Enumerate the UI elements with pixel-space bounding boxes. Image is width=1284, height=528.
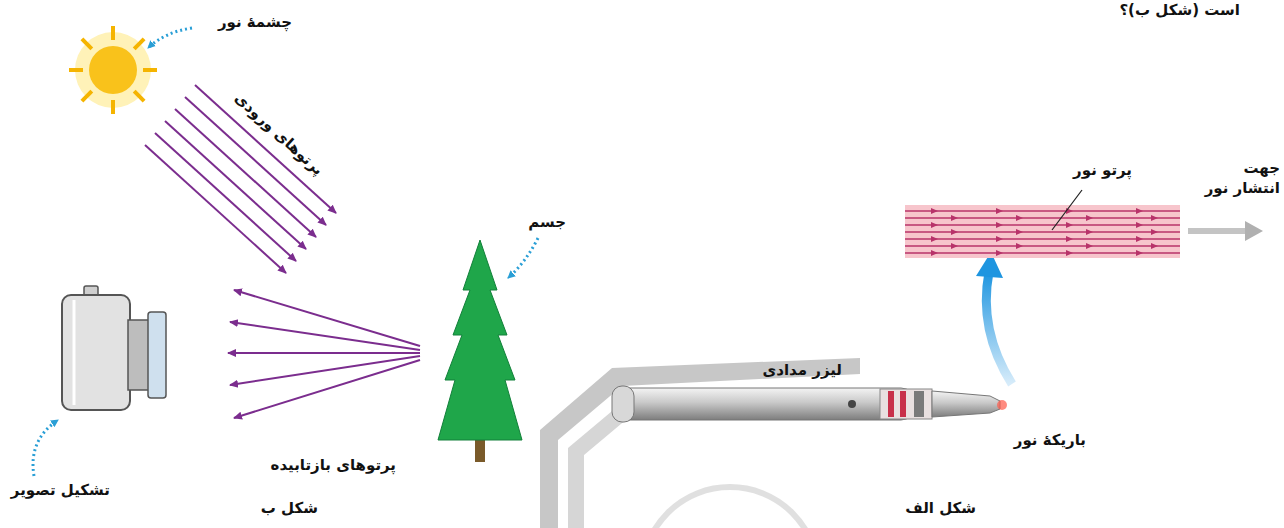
header-text: است (شکل ب)؟ xyxy=(1119,0,1240,20)
tree xyxy=(438,240,522,462)
pointer-arrow xyxy=(508,238,538,278)
camera xyxy=(62,286,166,410)
ray-label: پرتوهای ورودی xyxy=(230,88,328,180)
leader-line xyxy=(1052,190,1082,230)
figure-label: شکل الف xyxy=(905,498,976,518)
object-label: جسم xyxy=(528,212,566,232)
direction-label: جهت انتشار نور xyxy=(1192,158,1280,199)
pointer-arrow xyxy=(33,420,58,476)
light-band xyxy=(905,205,1180,258)
beam-label: باریکهٔ نور xyxy=(1014,430,1086,450)
ray-label: پرتوهای بازتابیده xyxy=(271,455,396,475)
watermark xyxy=(540,358,860,528)
pointer-arrow xyxy=(148,28,192,48)
ray-label: پرتو نور xyxy=(1073,160,1132,180)
laser-pointer xyxy=(612,386,1000,422)
incoming-rays xyxy=(145,85,336,273)
laser-glow xyxy=(997,400,1007,410)
image-label: تشکیل تصویر xyxy=(11,480,110,500)
laser-beam xyxy=(1000,403,1108,407)
zoom-arrow xyxy=(976,252,1012,384)
sun xyxy=(69,26,157,114)
figure-label: شکل ب xyxy=(261,498,318,518)
reflected-rays xyxy=(228,290,420,418)
direction-arrow xyxy=(1188,221,1263,241)
device-label: لیزر مدادی xyxy=(763,360,842,380)
source-label: چشمهٔ نور xyxy=(218,12,292,32)
